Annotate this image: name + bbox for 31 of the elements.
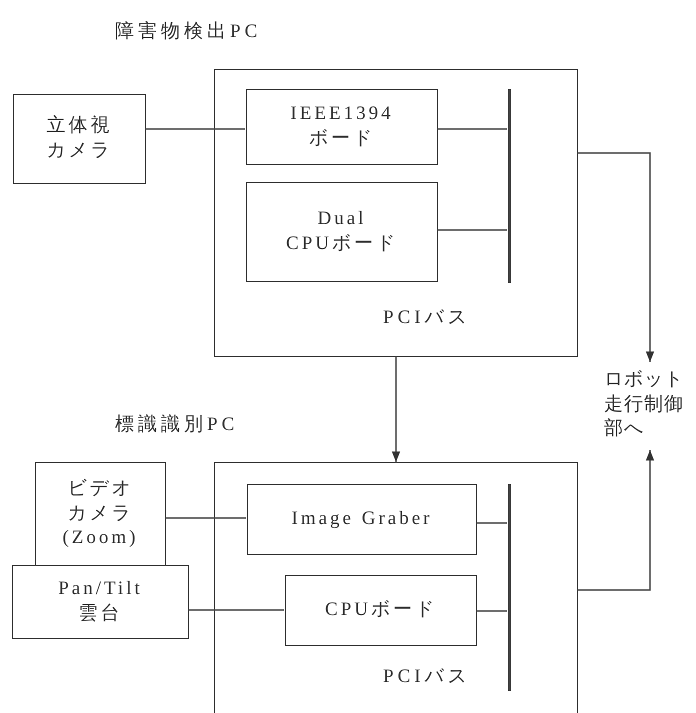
arrow: [578, 450, 654, 591]
component-box: [246, 89, 438, 165]
component-box: [247, 484, 477, 555]
box-label: CPUボード: [324, 598, 438, 622]
group-title: 標識識別PC: [115, 413, 238, 437]
component-box: [35, 462, 166, 566]
box-label: Dual CPUボード: [285, 207, 399, 256]
box-label: 立体視カメラ: [46, 114, 114, 163]
connector-line: [146, 128, 245, 130]
box-label: ビデオカメラ(Zoom): [61, 476, 140, 550]
bus-line: [508, 484, 511, 691]
component-box: [285, 575, 477, 646]
text-label: ロボット走行制御部へ: [604, 368, 684, 442]
component-box: [13, 94, 146, 184]
box-label: IEEE1394 ボード: [289, 102, 395, 151]
connector-line: [437, 128, 507, 130]
connector-line: [189, 609, 284, 611]
bus-label: PCIバス: [383, 665, 471, 689]
connector-line: [166, 517, 246, 519]
group-title: 障害物検出PC: [115, 20, 262, 44]
connector-line: [476, 522, 507, 524]
arrow: [578, 152, 654, 362]
connector-line: [437, 229, 507, 231]
arrow: [392, 357, 400, 462]
box-label: Pan/Tilt 雲台: [57, 577, 144, 626]
component-box: [246, 182, 438, 282]
box-label: Image Graber: [290, 507, 434, 532]
connector-line: [476, 610, 507, 612]
component-box: [12, 565, 189, 639]
bus-label: PCIバス: [383, 306, 471, 330]
bus-line: [508, 89, 511, 283]
